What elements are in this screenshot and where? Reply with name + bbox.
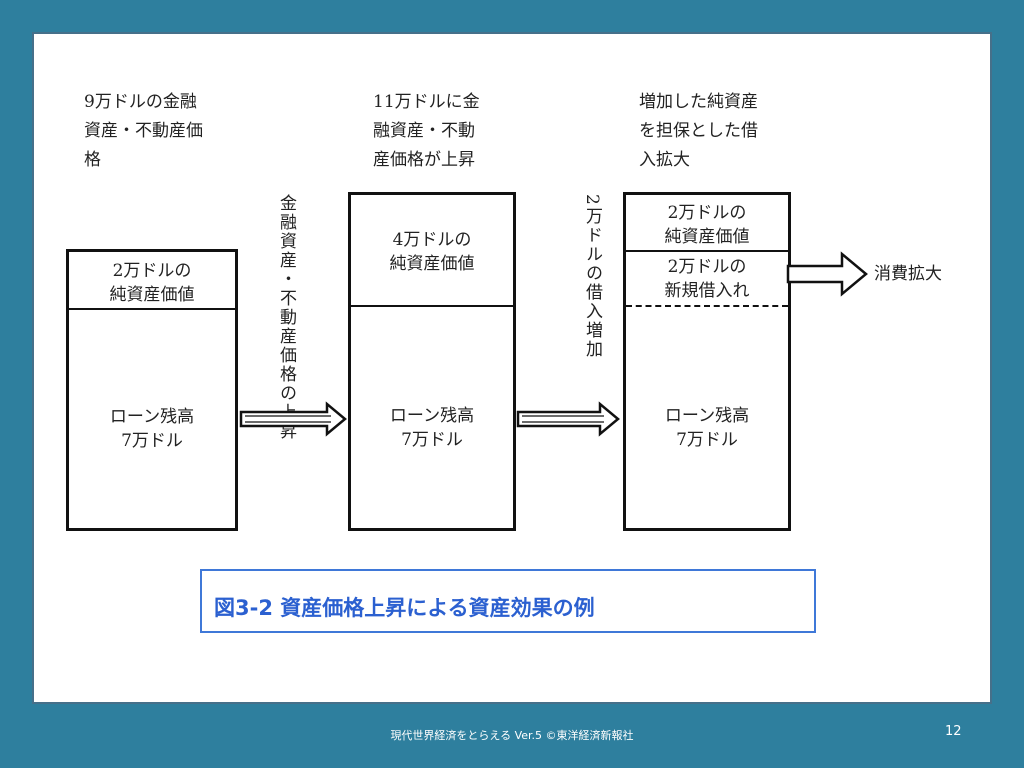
right-arrow-1 — [239, 401, 347, 437]
divider-1 — [69, 308, 235, 310]
right-arrow-3 — [786, 251, 868, 297]
right-arrow-2 — [516, 401, 620, 437]
figure-title-box: 図3-2 資産価格上昇による資産効果の例 — [200, 569, 816, 633]
figure-title: 図3-2 資産価格上昇による資産効果の例 — [214, 596, 595, 620]
balance-box-2: 4万ドルの 純資産価値 ローン残高 7万ドル — [348, 192, 516, 531]
footer-text: 現代世界経済をとらえる Ver.5 ©東洋経済新報社 — [390, 729, 634, 742]
balance-box-3: 2万ドルの 純資産価値 2万ドルの 新規借入れ ローン残高 7万ドル — [623, 192, 791, 531]
loan-cell-1: ローン残高 7万ドル — [109, 407, 195, 451]
caption-col3: 増加した純資産 を担保とした借 入拡大 — [639, 92, 758, 170]
dashed-divider — [626, 305, 788, 307]
caption-col2: 11万ドルに金 融資産・不動 産価格が上昇 — [373, 92, 480, 170]
new-borrowing-cell: 2万ドルの 新規借入れ — [664, 257, 750, 301]
divider-3 — [626, 250, 788, 252]
loan-cell-2: ローン残高 7万ドル — [389, 406, 475, 450]
caption-col1: 9万ドルの金融 資産・不動産価 格 — [84, 92, 203, 170]
equity-cell-3: 2万ドルの 純資産価値 — [664, 203, 750, 247]
slide: 9万ドルの金融 資産・不動産価 格 11万ドルに金 融資産・不動 産価格が上昇 … — [32, 32, 992, 704]
page-number: 12 — [945, 724, 962, 739]
result-label: 消費拡大 — [874, 264, 942, 284]
balance-box-1: 2万ドルの 純資産価値 ローン残高 7万ドル — [66, 249, 238, 531]
loan-cell-3: ローン残高 7万ドル — [664, 406, 750, 450]
divider-2 — [351, 305, 513, 307]
equity-cell-2: 4万ドルの 純資産価値 — [389, 230, 475, 274]
arrow1-label: 金融資産・不動産価格の上昇 — [276, 194, 296, 441]
equity-cell-1: 2万ドルの 純資産価値 — [109, 261, 195, 305]
arrow2-label: 2万ドルの借入増加 — [582, 194, 602, 359]
